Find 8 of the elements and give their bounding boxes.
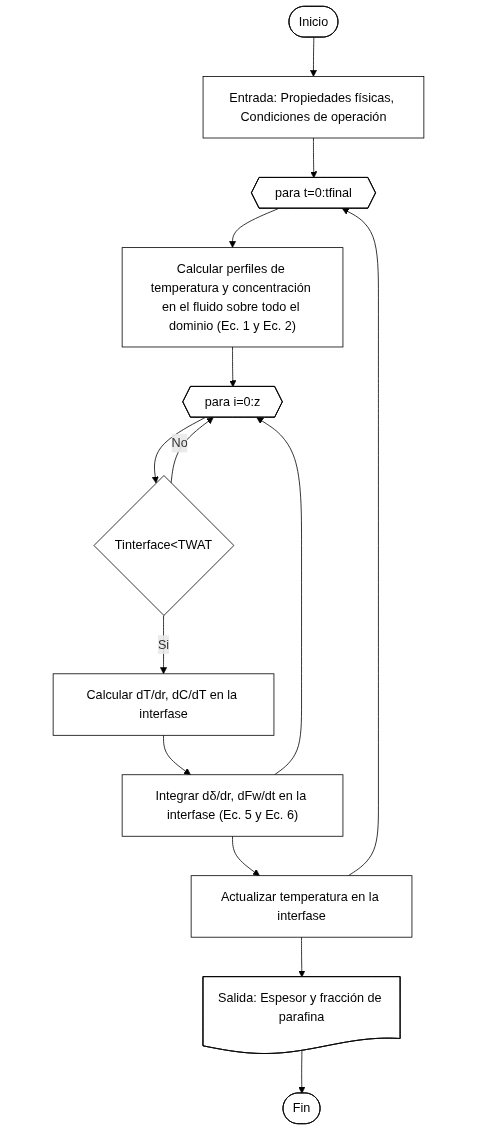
node-box: Integrar dδ/dr, dFw/dt en la interfase (Ec. 5 y Ec. 6) [121,774,344,837]
node-box: Calcular perfiles de temperatura y concentración en el fluido sobre todo el dominio (Ec. 1 y Ec. 2) [121,247,344,348]
node-box: Actualizar temperatura en la interfase [190,875,413,938]
edge-label: No [171,436,188,450]
node-diamond: Tinterface<TWAT [93,475,235,616]
edge-label: Si [157,637,170,651]
node-box: Calcular dT/dr, dC/dT en la interfase [52,673,275,736]
node-box: Entrada: Propiedades físicas, Condiciones de operación [202,76,425,139]
